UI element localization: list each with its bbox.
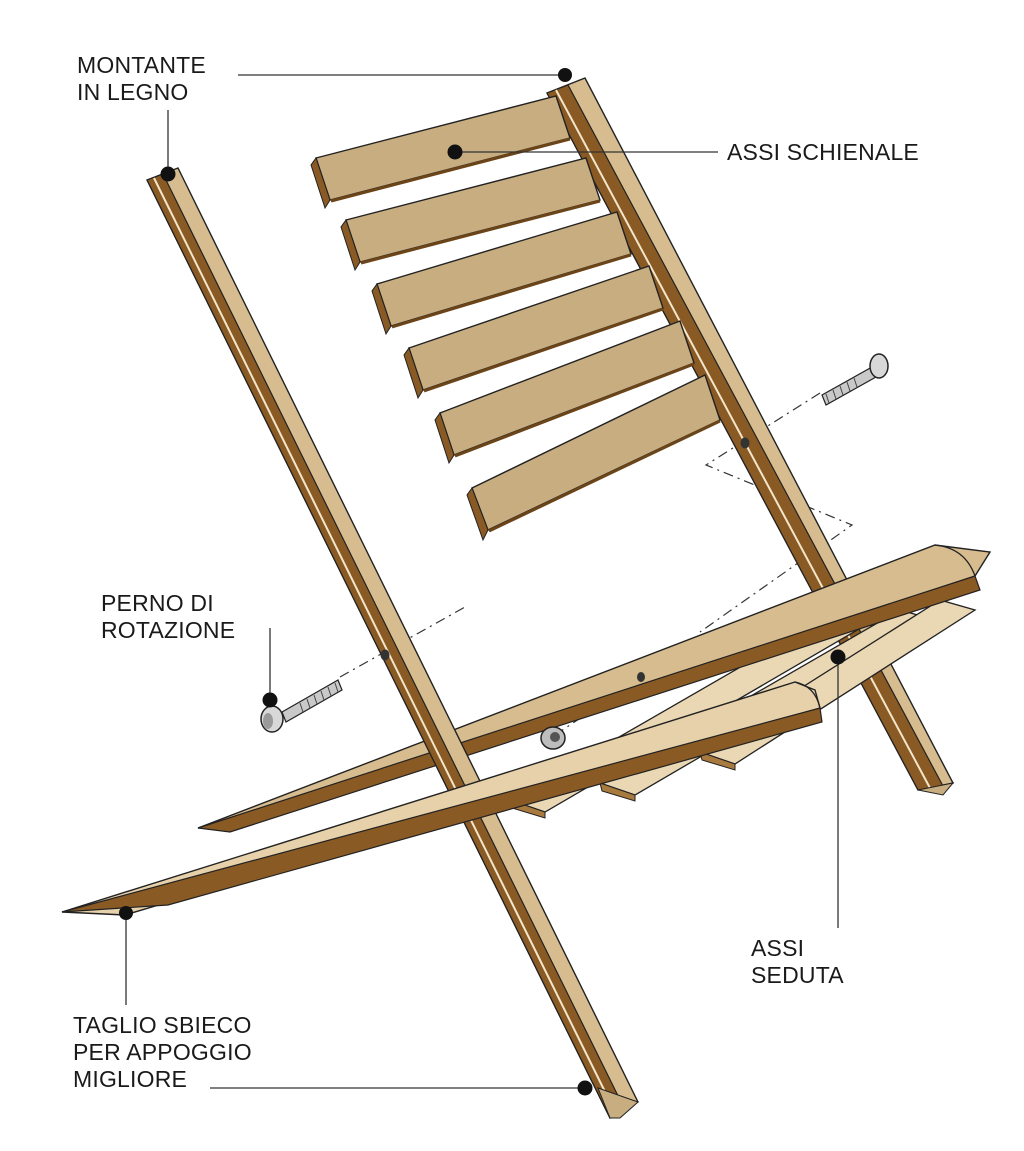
dot-assi-seduta: [830, 649, 846, 665]
label-taglio: TAGLIO SBIECO PER APPOGGIO MIGLIORE: [73, 1012, 252, 1092]
pivot-bolt-left: [260, 679, 343, 733]
label-perno: PERNO DI ROTAZIONE: [101, 590, 236, 643]
label-assi-seduta: ASSI SEDUTA: [751, 935, 844, 988]
dot-assi-schienale: [447, 144, 463, 160]
backrest-slat: [434, 320, 695, 465]
dot-taglio-top: [119, 906, 133, 920]
dot-montante-left: [160, 166, 176, 182]
backrest-slats: [310, 95, 721, 542]
leader-lines: [125, 74, 839, 1089]
back-seat-rail: [197, 544, 992, 833]
backrest-slat: [403, 265, 664, 400]
label-assi-schienale: ASSI SCHIENALE: [727, 139, 919, 165]
backrest-slat: [371, 211, 632, 336]
dot-montante-right: [558, 68, 572, 82]
dot-perno: [262, 692, 278, 708]
pivot-nut: [540, 726, 566, 750]
pivot-bolt-right: [821, 353, 889, 406]
backrest-slat: [466, 374, 721, 542]
leader-dots: [119, 68, 846, 1096]
front-seat-rail: [61, 681, 823, 916]
backrest-slat: [310, 95, 571, 210]
backrest-slat: [340, 157, 601, 272]
label-montante: MONTANTE IN LEGNO: [77, 52, 206, 105]
dot-taglio-bottom: [577, 1080, 593, 1096]
